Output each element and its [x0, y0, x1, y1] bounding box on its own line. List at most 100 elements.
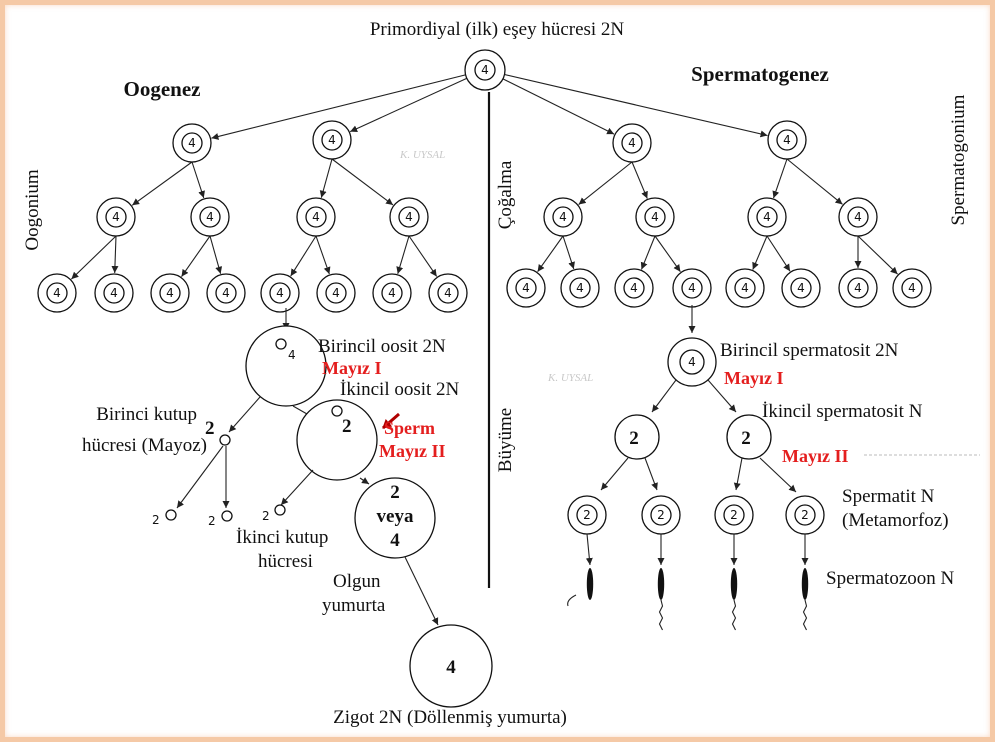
arrow-to-zygote [404, 556, 439, 626]
arrow-gen2-to-gen3-16 [857, 235, 898, 275]
spermatid-label-1: Spermatit N [842, 486, 935, 507]
gonium-gen3-cell-10: 4 [560, 268, 600, 308]
arrow-to-spermatozoon-1 [585, 533, 593, 566]
primary-spermatocyte-label: Birincil spermatosit 2N [720, 340, 899, 361]
arrow-gen2-to-gen3-8 [408, 235, 438, 277]
egg-number-1: 2 [390, 482, 400, 503]
gonium-gen3-cell-16-nucleus [901, 277, 923, 299]
gonium-gen2-cell-1-number: 4 [112, 210, 120, 224]
gonium-gen3-cell-15: 4 [838, 268, 878, 308]
spermatid-3-number: 2 [730, 508, 738, 522]
gonium-gen1-cell-1: 4 [172, 123, 212, 163]
gonium-gen1-cell-3-number: 4 [628, 136, 636, 150]
gonium-gen2-cell-3: 4 [296, 197, 336, 237]
watermark: K. UYSAL [399, 149, 445, 161]
primary-oocyte-label: Birincil oosit 2N [318, 336, 446, 357]
arrow-spermatid-1 [600, 457, 629, 491]
gonium-gen3-cell-7-number: 4 [388, 286, 396, 300]
arrow-gen1-to-gen2-5 [578, 161, 633, 205]
polar-daughter-2-number: 2 [208, 514, 216, 528]
tree-arrows [71, 69, 898, 280]
gonium-gen3-cell-14-nucleus [790, 277, 812, 299]
gonium-gen3-cell-4-number: 4 [222, 286, 230, 300]
gonium-gen3-cell-13-number: 4 [741, 281, 749, 295]
gonium-gen3-cell-16: 4 [892, 268, 932, 308]
spermatid-4-number: 2 [801, 508, 809, 522]
gonium-gen3-cell-5: 4 [260, 273, 300, 313]
gonium-gen3-cell-11: 4 [614, 268, 654, 308]
arrow-gen2-to-gen3-10 [562, 235, 575, 270]
gonium-gen3-cell-7-nucleus [381, 282, 403, 304]
arrow-gen1-to-gen2-8 [786, 158, 843, 205]
arrow-gen2-to-gen3-13 [752, 235, 768, 270]
secondary-spermatocyte-right [726, 414, 772, 460]
gonium-gen3-cell-2-nucleus [103, 282, 125, 304]
gonium-gen2-cell-1: 4 [96, 197, 136, 237]
spermatid-2-nucleus [650, 504, 672, 526]
primary-oocyte-nucleus [275, 338, 287, 350]
primary-oocyte-number: 4 [288, 348, 296, 362]
gonium-gen2-cell-5-number: 4 [559, 210, 567, 224]
gonium-gen3-cell-13-nucleus [734, 277, 756, 299]
gonium-gen2-cell-1-nucleus [105, 206, 127, 228]
spermatozoon-tail-4 [802, 599, 808, 631]
spermatozoon-head-4 [801, 568, 809, 600]
spermatid-4: 2 [785, 495, 825, 535]
arrow-root-to-gen1-1 [211, 69, 486, 140]
gonium-gen2-cell-7-nucleus [756, 206, 778, 228]
gonium-gen3-cell-9-number: 4 [522, 281, 530, 295]
stray-mark [567, 594, 577, 607]
zygote-cell [409, 624, 493, 708]
gonium-gen3-cell-8: 4 [428, 273, 468, 313]
arrow-spermatid-4 [759, 457, 797, 493]
arrow-gen2-to-gen3-9 [537, 235, 564, 273]
gonium-gen3-cell-2-number: 4 [110, 286, 118, 300]
gonium-gen2-cell-8-number: 4 [854, 210, 862, 224]
first-polar-body [219, 434, 231, 446]
first-polar-body-label-2: hücresi (Mayoz) [82, 435, 207, 456]
polar-body-daughter-1 [165, 509, 177, 521]
gonium-gen3-cell-16-number: 4 [908, 281, 916, 295]
secondary-spermatocyte-right-number: 2 [741, 428, 751, 449]
spermatogenesis-meiosis2-label: Mayız II [782, 446, 849, 466]
oogenesis-header: Oogenez [124, 77, 201, 101]
secondary-oocyte-number: 2 [342, 416, 352, 437]
gonium-gen3-cell-3-nucleus [159, 282, 181, 304]
gonium-gen3-cell-3: 4 [150, 273, 190, 313]
secondary-spermatocyte-left-number: 2 [629, 428, 639, 449]
secondary-spermatocyte-left [614, 414, 660, 460]
mature-egg-cell [354, 477, 436, 559]
gonium-gen3-cell-9: 4 [506, 268, 546, 308]
gonium-gen1-cell-1-nucleus [181, 132, 203, 154]
gonium-gen3-cell-13: 4 [725, 268, 765, 308]
gonium-gen2-cell-5-nucleus [552, 206, 574, 228]
arrow-gen1-to-gen2-2 [191, 161, 205, 199]
spermatogenesis-meiosis1-label: Mayız I [724, 368, 783, 388]
sperm-arrow [382, 412, 400, 430]
diagram-title: Primordiyal (ilk) eşey hücresi 2N [370, 19, 625, 40]
secondary-oocyte-label: İkincil oosit 2N [340, 379, 460, 400]
first-polar-body-number: 2 [205, 418, 215, 439]
arrow-gen2-to-gen3-14 [766, 235, 791, 272]
gonium-gen3-cell-5-nucleus [269, 282, 291, 304]
gonium-gen3-cell-11-nucleus [623, 277, 645, 299]
gonium-gen2-cell-2: 4 [190, 197, 230, 237]
mature-egg-label-1: Olgun [333, 571, 381, 592]
gonium-gen1-cell-2-nucleus [321, 129, 343, 151]
oogenesis-meiosis1-label: Mayız I [322, 358, 381, 378]
primordial-germ-cell: 4 [464, 49, 506, 91]
gonium-gen3-cell-14: 4 [781, 268, 821, 308]
gonium-gen3-cell-6-nucleus [325, 282, 347, 304]
gonium-gen1-cell-4: 4 [767, 120, 807, 160]
arrow-gen2-to-gen3-6 [315, 235, 331, 275]
polar-body-daughter-2 [221, 510, 233, 522]
arrow-to-secondary-spermatocyte-right [707, 379, 737, 413]
gonium-gen2-cell-8: 4 [838, 197, 878, 237]
secondary-oocyte-nucleus [331, 405, 343, 417]
arrow-gen2-to-gen3-1 [71, 235, 117, 280]
spermatid-label-2: (Metamorfoz) [842, 510, 949, 531]
spermatozoon-head-1 [586, 568, 594, 600]
arrow-gen2-to-gen3-5 [290, 235, 317, 277]
gonium-gen3-cell-8-number: 4 [444, 286, 452, 300]
